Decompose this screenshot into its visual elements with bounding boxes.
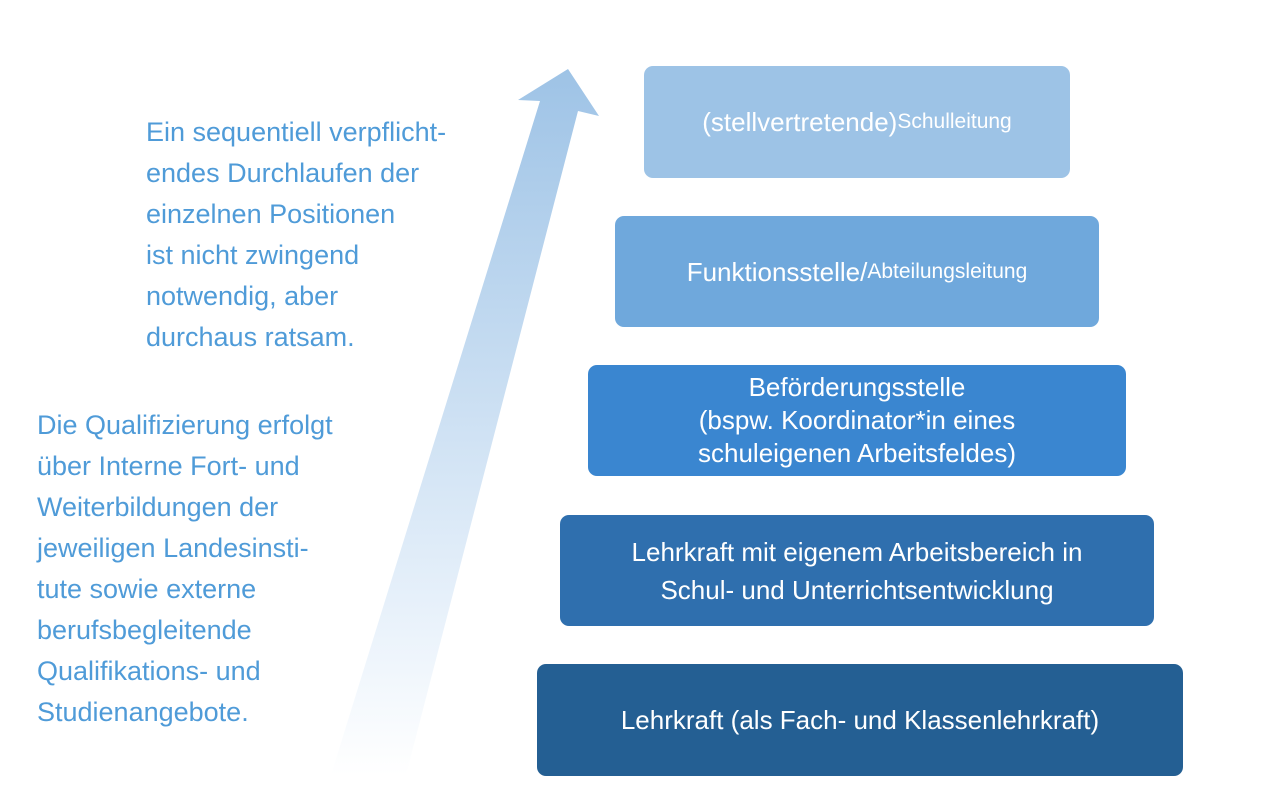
step-function-position-main: Funktionsstelle/ bbox=[686, 256, 868, 287]
step-function-position-small: Abteilungsleitung bbox=[867, 259, 1028, 283]
step-promotion-position-label: Beförderungsstelle (bspw. Koordinator*in… bbox=[698, 372, 1016, 468]
step-school-leadership-main: (stellvertretende) bbox=[702, 107, 898, 137]
step-school-leadership-small: Schulleitung bbox=[897, 110, 1012, 133]
step-teacher: Lehrkraft (als Fach- und Klassenlehrkraf… bbox=[537, 664, 1183, 776]
note-sequential-path: Ein sequentiell verpflicht- endes Durchl… bbox=[146, 117, 447, 352]
step-promotion-position: Beförderungsstelle (bspw. Koordinator*in… bbox=[588, 365, 1126, 476]
step-teacher-development-label: Lehrkraft mit eigenem Arbeitsbereich in … bbox=[631, 536, 1083, 605]
step-teacher-label: Lehrkraft (als Fach- und Klassenlehrkraf… bbox=[620, 705, 1100, 735]
step-teacher-development: Lehrkraft mit eigenem Arbeitsbereich in … bbox=[560, 515, 1154, 626]
step-school-leadership: (stellvertretende) Schulleitung bbox=[644, 66, 1070, 178]
step-function-position: Funktionsstelle/ Abteilungsleitung bbox=[615, 216, 1099, 327]
note-qualification: Die Qualifizierung erfolgt über Interne … bbox=[37, 410, 333, 727]
